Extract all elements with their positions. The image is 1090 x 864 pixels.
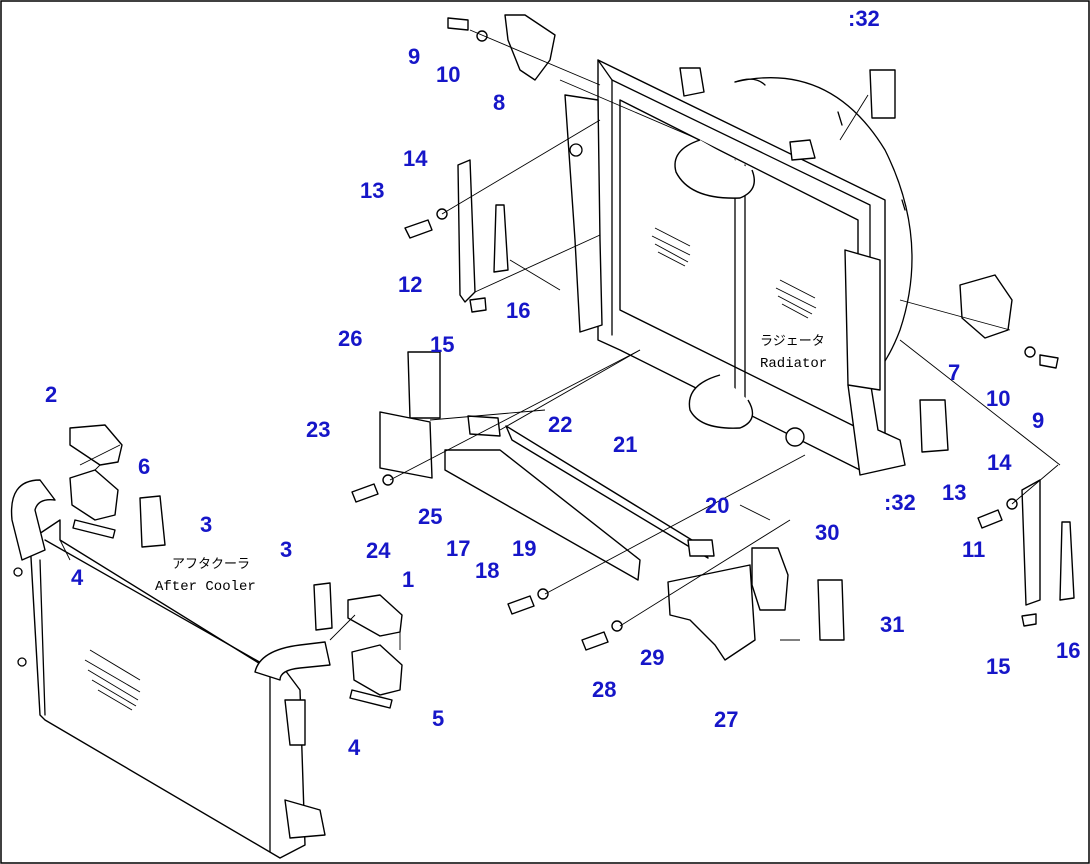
- callout-27: 27: [714, 707, 738, 732]
- leader-lines: [59, 29, 1061, 650]
- after-cooler-label-en: After Cooler: [155, 579, 256, 595]
- callout-22: 22: [548, 412, 572, 437]
- after-cooler-body: [29, 519, 306, 859]
- callout-9-top: 9: [408, 44, 420, 69]
- callout-16-top: 16: [506, 298, 530, 323]
- radiator-label-en: Radiator: [760, 356, 827, 372]
- radiator-label-jp: ラジェータ: [760, 334, 825, 349]
- callout-4-left: 4: [71, 565, 84, 590]
- callout-11: 11: [962, 537, 985, 562]
- callout-8: 8: [493, 90, 505, 115]
- radiator-upper-hose: [674, 139, 755, 199]
- after-cooler-label-jp: アフタクーラ: [172, 557, 250, 572]
- radiator-side-plate-left: [564, 94, 603, 333]
- callout-14-top: 14: [403, 146, 428, 171]
- callout-13-top: 13: [360, 178, 384, 203]
- callout-15-top: 15: [430, 332, 454, 357]
- callout-24: 24: [366, 538, 391, 563]
- callout-25: 25: [418, 504, 442, 529]
- callout-28: 28: [592, 677, 616, 702]
- callout-21: 21: [613, 432, 637, 457]
- radiator-cap: [679, 67, 705, 97]
- callout-26: 26: [338, 326, 362, 351]
- callout-16-right: 16: [1056, 638, 1080, 663]
- callout-10-right: 10: [986, 386, 1010, 411]
- callout-7: 7: [948, 360, 960, 385]
- radiator-drain: [785, 427, 805, 447]
- callout-3-right: 3: [280, 537, 292, 562]
- callout-2: 2: [45, 382, 57, 407]
- callout-32-top: :32: [848, 6, 880, 31]
- radiator: ラジェータ Radiator: [564, 59, 913, 476]
- callout-4-right: 4: [348, 735, 361, 760]
- callout-6: 6: [138, 454, 150, 479]
- callout-17: 17: [446, 536, 470, 561]
- callout-20: 20: [705, 493, 729, 518]
- callout-19: 19: [512, 536, 536, 561]
- callout-15-right: 15: [986, 654, 1010, 679]
- callout-29: 29: [640, 645, 664, 670]
- after-cooler-left-pipe: [10, 479, 56, 561]
- callouts: 9 10 8 :32 14 13 12 16 15 26 15 23 22 2 …: [45, 6, 1080, 760]
- after-cooler: アフタクーラ After Cooler: [10, 479, 331, 859]
- after-cooler-right-pipe: [254, 641, 331, 681]
- callout-18: 18: [475, 558, 499, 583]
- callout-12: 12: [398, 272, 422, 297]
- callout-5: 5: [432, 706, 444, 731]
- callout-23: 23: [306, 417, 330, 442]
- callout-3-left: 3: [200, 512, 212, 537]
- fan-shroud: [734, 77, 913, 391]
- callout-30: 30: [815, 520, 839, 545]
- radiator-lower-hose: [688, 374, 754, 429]
- callout-1: 1: [402, 567, 414, 592]
- callout-32-right: :32: [884, 490, 916, 515]
- callout-14-right: 14: [987, 450, 1012, 475]
- callout-13-right: 13: [942, 480, 966, 505]
- small-parts: [69, 14, 1075, 709]
- callout-31: 31: [880, 612, 904, 637]
- callout-9-right: 9: [1032, 408, 1044, 433]
- callout-10-top: 10: [436, 62, 460, 87]
